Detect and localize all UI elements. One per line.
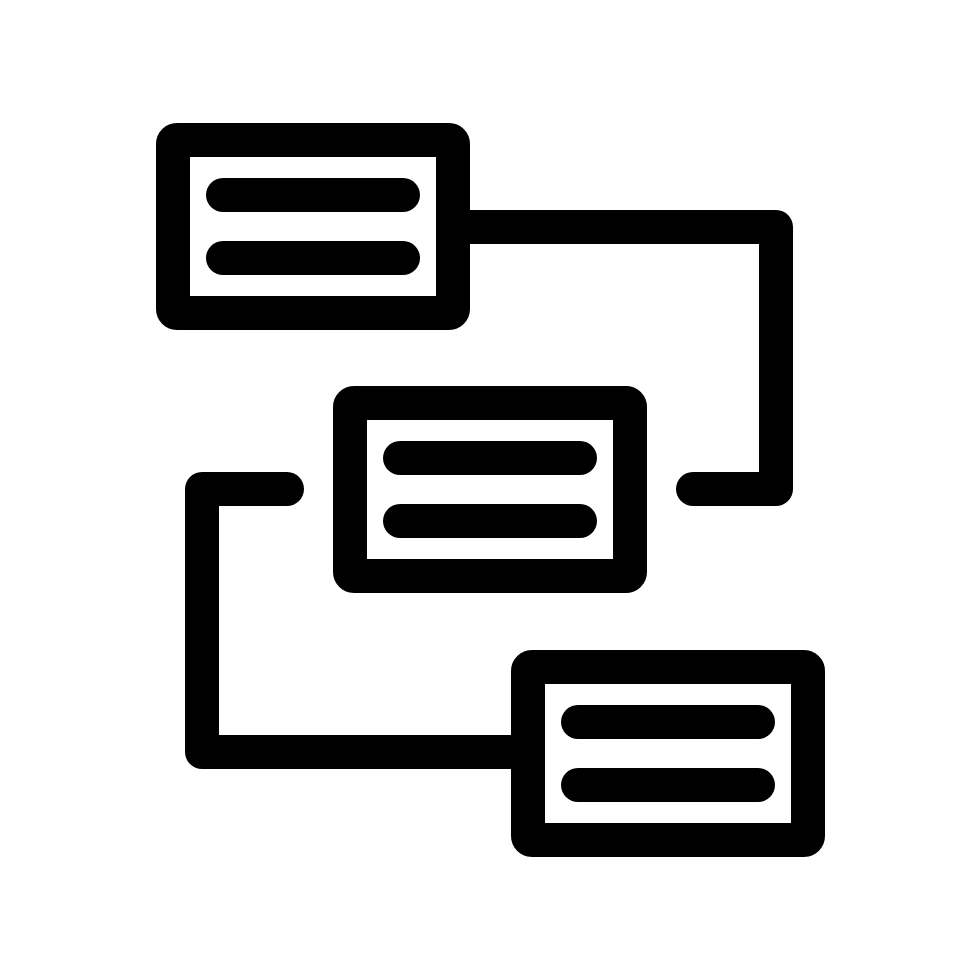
node-top [156,123,470,330]
node-bottom-box [511,650,825,857]
node-top-box [156,123,470,330]
node-middle-box [333,386,647,593]
node-middle [333,386,647,593]
connector-top-to-middle [453,210,793,506]
connector-middle-to-bottom [185,472,528,769]
node-bottom [511,650,825,857]
